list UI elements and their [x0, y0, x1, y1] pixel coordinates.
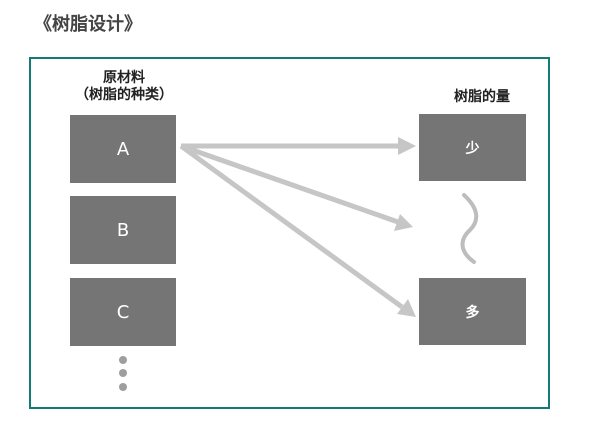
material-box-a: A — [70, 115, 176, 183]
arrowhead-few — [398, 137, 416, 155]
materials-header-line1: 原材料 — [103, 70, 145, 86]
ellipsis-dot — [119, 369, 127, 377]
amount-box-many: 多 — [419, 278, 526, 345]
amount-header: 树脂的量 — [454, 89, 510, 105]
ellipsis-dot — [119, 356, 127, 364]
tilde-range-icon — [460, 193, 479, 264]
arrow-to-many — [179, 143, 404, 310]
diagram-frame — [29, 57, 550, 409]
arrowhead-many — [397, 299, 416, 317]
materials-header-line2: （树脂的种类） — [75, 87, 173, 103]
materials-header: 原材料 （树脂的种类） — [62, 70, 186, 104]
material-box-b: B — [70, 196, 176, 264]
arrowhead-middle — [394, 214, 413, 231]
page-title: 《树脂设计》 — [34, 14, 142, 35]
ellipsis-dot — [119, 383, 127, 391]
amount-box-few: 少 — [419, 114, 526, 181]
material-box-c: C — [70, 278, 176, 346]
arrow-to-middle — [180, 143, 399, 225]
